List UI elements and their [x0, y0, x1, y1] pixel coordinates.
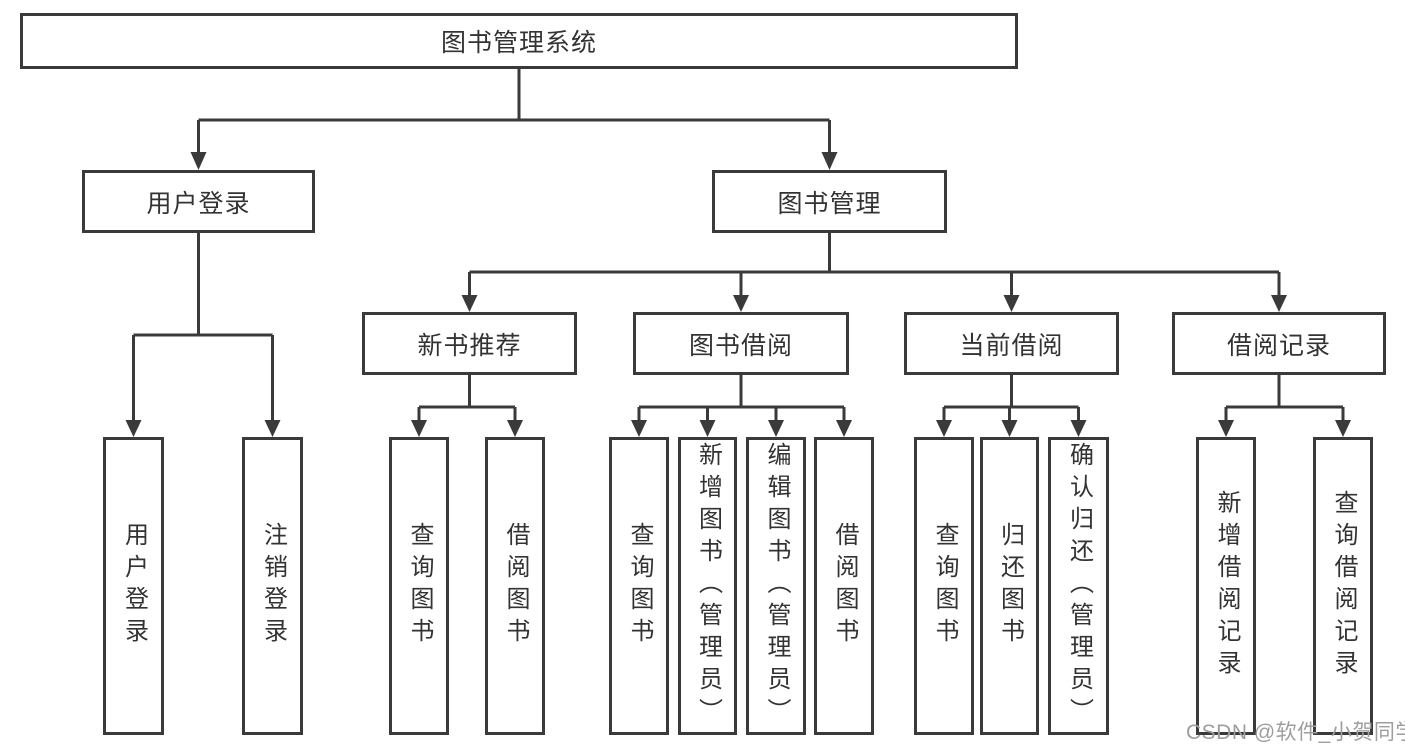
node-leaf-add-borrow-record: 新增借阅记录	[1196, 437, 1256, 735]
node-label: 查询图书	[931, 522, 958, 650]
node-leaf-logout: 注销登录	[242, 437, 303, 735]
node-label: 新增借阅记录	[1213, 490, 1240, 682]
node-leaf-query-borrow-record: 查询借阅记录	[1313, 437, 1373, 735]
node-leaf-borrow-books-recommend: 借阅图书	[485, 437, 545, 735]
node-leaf-borrow-books: 借阅图书	[814, 437, 874, 735]
node-label: 图书管理	[777, 189, 882, 218]
node-label: 新增图书（管理员）	[694, 442, 722, 730]
node-label: 注销登录	[259, 522, 287, 650]
node-leaf-return-books: 归还图书	[980, 437, 1039, 735]
node-label: 借阅图书	[831, 522, 858, 650]
node-label: 当前借阅	[959, 331, 1064, 360]
node-leaf-confirm-return-admin: 确认归还（管理员）	[1048, 437, 1109, 735]
node-current-borrowing: 当前借阅	[904, 312, 1119, 375]
node-label: 用户登录	[146, 189, 251, 218]
node-label: 新书推荐	[417, 331, 522, 360]
node-label: 借阅记录	[1226, 331, 1331, 360]
node-label: 图书借阅	[688, 331, 793, 360]
node-leaf-query-books-borrow: 查询图书	[609, 437, 669, 735]
node-label: 查询图书	[406, 522, 433, 650]
csdn-watermark: CSDN @软件_小贺同学	[1186, 721, 1405, 744]
node-leaf-query-books-current: 查询图书	[914, 437, 974, 735]
node-user-login: 用户登录	[82, 170, 315, 233]
node-library-system: 图书管理系统	[20, 13, 1018, 69]
node-label: 用户登录	[120, 522, 148, 650]
node-new-book-recommend: 新书推荐	[362, 312, 577, 375]
node-label: 确认归还（管理员）	[1065, 442, 1093, 730]
node-label: 借阅图书	[502, 522, 529, 650]
node-leaf-edit-books-admin: 编辑图书（管理员）	[746, 437, 806, 735]
node-label: 图书管理系统	[440, 29, 597, 57]
node-book-borrowing: 图书借阅	[633, 312, 849, 375]
node-book-management: 图书管理	[712, 170, 947, 233]
node-borrowing-records: 借阅记录	[1172, 312, 1386, 375]
node-leaf-query-books-recommend: 查询图书	[389, 437, 449, 735]
node-label: 查询借阅记录	[1330, 490, 1357, 682]
node-leaf-add-books-admin: 新增图书（管理员）	[678, 437, 737, 735]
node-leaf-user-login: 用户登录	[103, 437, 164, 735]
node-label: 归还图书	[996, 522, 1024, 650]
node-label: 编辑图书（管理员）	[763, 442, 790, 730]
node-label: 查询图书	[626, 522, 653, 650]
